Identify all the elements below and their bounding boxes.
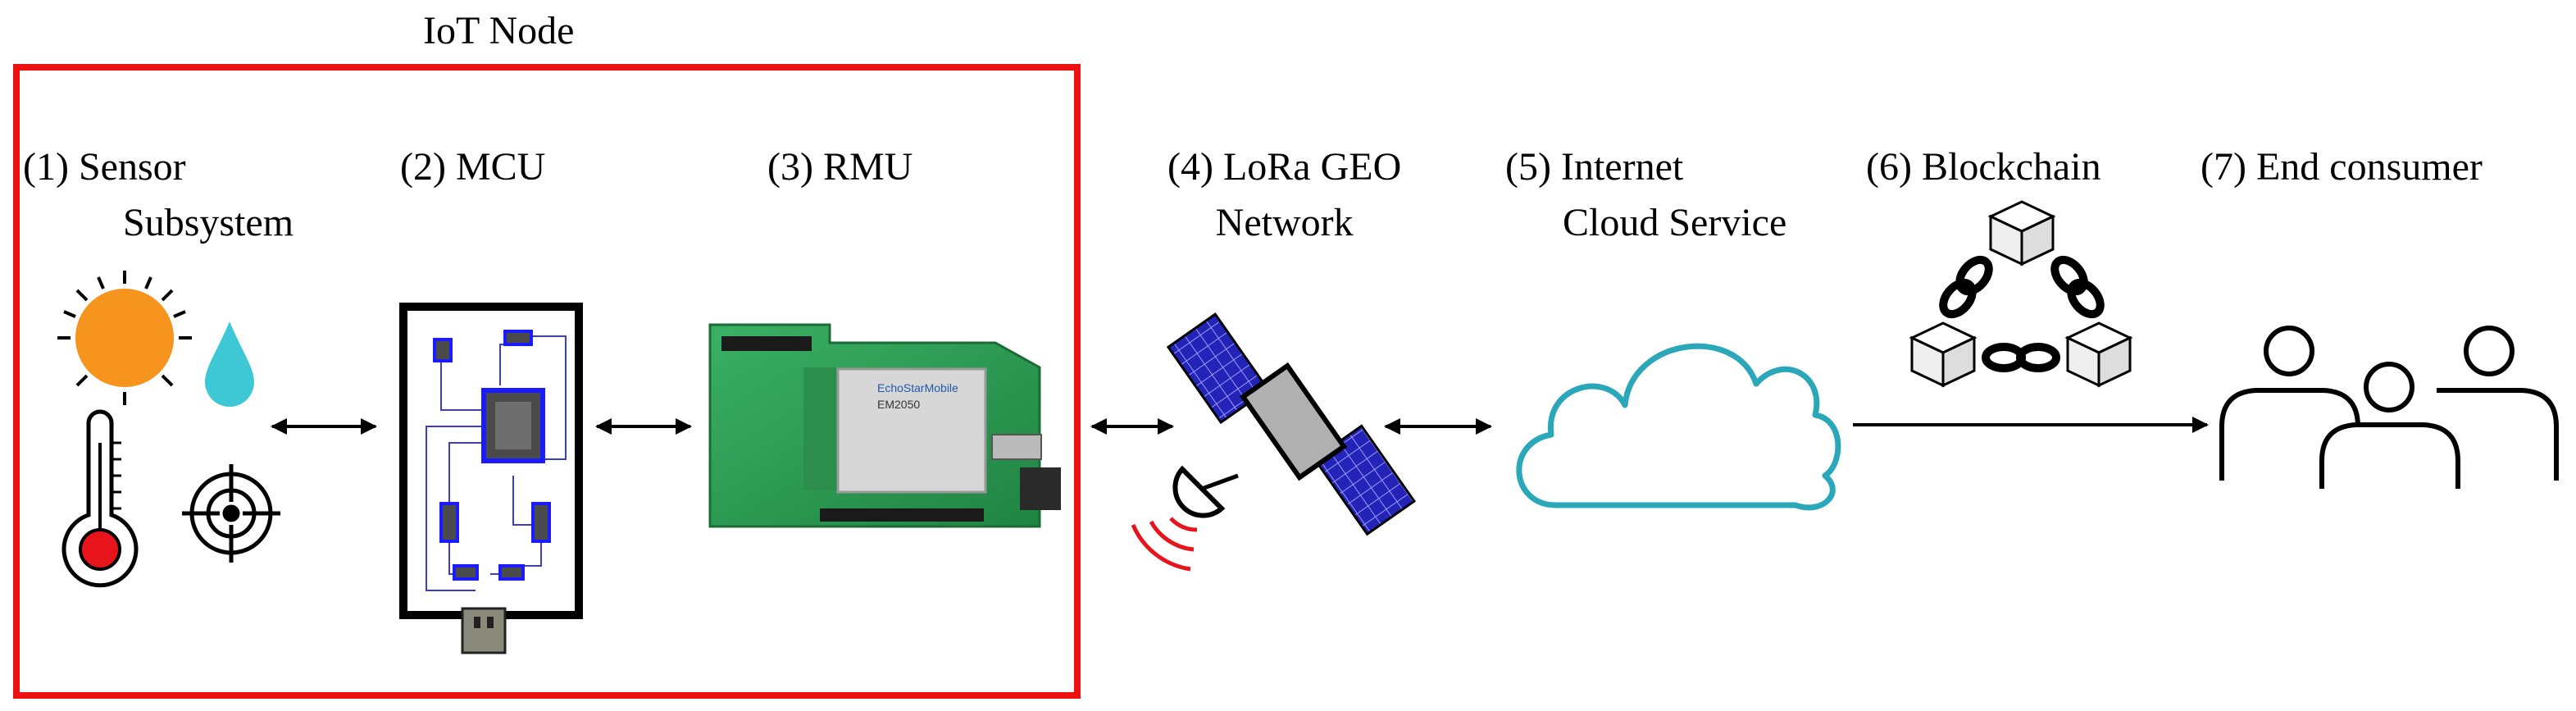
blockchain-icon [1909,200,2133,388]
board-model: EM2050 [877,398,920,411]
block-left-icon [1909,321,1978,388]
chain-link-icons [1939,255,2105,372]
thermometer-icon [61,409,139,588]
stage-4-label: (4) LoRa GEO Network [1167,148,1401,243]
board-brand: EchoStarMobile [877,381,958,394]
people-icon [2219,326,2559,489]
stage-4-label-line1: (4) LoRa GEO [1167,145,1402,189]
iot-node-boundary [13,64,1081,699]
stage-1-label-line1: (1) Sensor [23,145,186,189]
satellite-icon [1131,312,1417,572]
cloud-icon [1516,343,1841,511]
stage-5-label: (5) Internet Cloud Service [1505,148,1786,243]
stage-6-label: (6) Blockchain [1866,145,2101,189]
rmu-module-photo: EchoStarMobile EM2050 [708,323,1061,528]
stage-5-label-line1: (5) Internet [1505,145,1684,189]
water-drop-icon [205,321,254,407]
stage-1-label-line2: Subsystem [123,201,294,244]
block-top-icon [1987,200,2056,267]
mcu-board-icon [399,303,583,654]
target-icon [182,464,280,563]
stage-4-label-line2: Network [1215,201,1354,244]
stage-1-label: (1) Sensor Subsystem [23,148,294,243]
sensor-icons [57,271,280,588]
stage-2-label: (2) MCU [400,145,546,189]
stage-7-label: (7) End consumer [2201,145,2483,189]
iot-node-title: IoT Node [423,9,575,52]
stage-3-label: (3) RMU [767,145,913,189]
stage-5-label-line2: Cloud Service [1563,201,1787,244]
sun-icon [57,271,192,405]
block-right-icon [2064,321,2133,388]
